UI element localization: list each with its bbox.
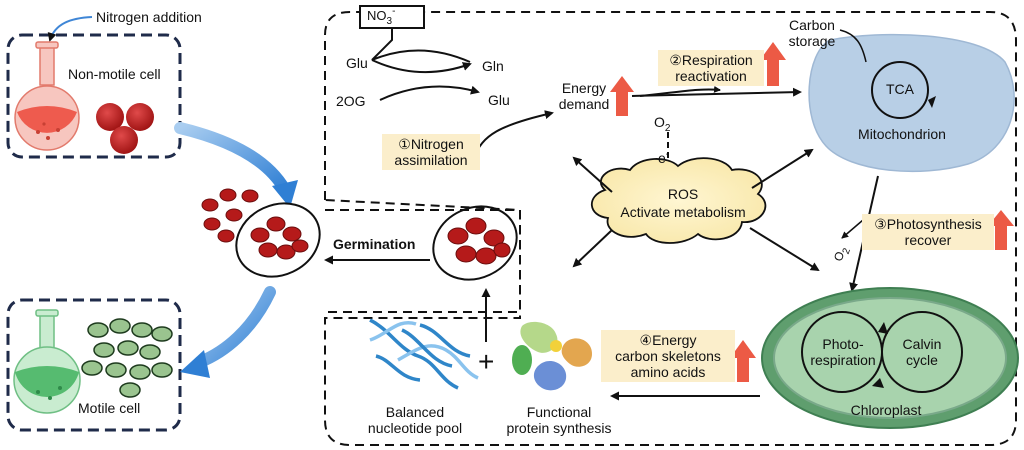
o2-label: O2 [654,114,671,134]
no3-label: NO3- [367,6,396,27]
non-motile-box [6,33,182,159]
germinating-cells [201,188,309,260]
up-arrow-icon [730,340,756,382]
gln-output-label: Gln [482,58,504,74]
flow-arrow-motile-icon [194,286,276,368]
photorespiration-label: Photo-respiration [810,336,876,368]
cyst-cells [447,217,511,265]
up-arrow-icon [760,42,786,86]
mitochondrion-shape [808,33,1015,173]
2og-input-label: 2OG [336,93,366,109]
motile-cell-label: Motile cell [78,400,141,416]
protein-icon [512,321,592,391]
mitochondrion-label: Mitochondrion [858,126,946,142]
non-motile-cell-label: Non-motile cell [68,66,161,82]
glu-input-label: Glu [346,55,368,71]
green-flask-icon [13,309,81,414]
up-arrow-icon [988,210,1014,250]
ros-label: ROS [667,186,699,202]
red-flask-icon [14,41,80,151]
dna-icon [369,318,479,390]
motile-cells [81,318,173,398]
electron-label: e- [658,149,670,166]
activate-metabolism-label: Activate metabolism [620,204,746,220]
glu-output-label: Glu [488,92,510,108]
flow-arrow-down-icon [174,122,291,196]
nitrogen-addition-label: Nitrogen addition [96,9,202,25]
chloroplast-label: Chloroplast [850,402,922,418]
metabolism-region [324,11,1017,446]
motile-box [6,298,182,432]
up-arrow-icon [610,76,634,116]
tca-label: TCA [886,81,914,97]
germination-label: Germination [333,236,416,252]
ros-cloud-icon [590,157,767,244]
plus-sign: + [478,346,495,377]
